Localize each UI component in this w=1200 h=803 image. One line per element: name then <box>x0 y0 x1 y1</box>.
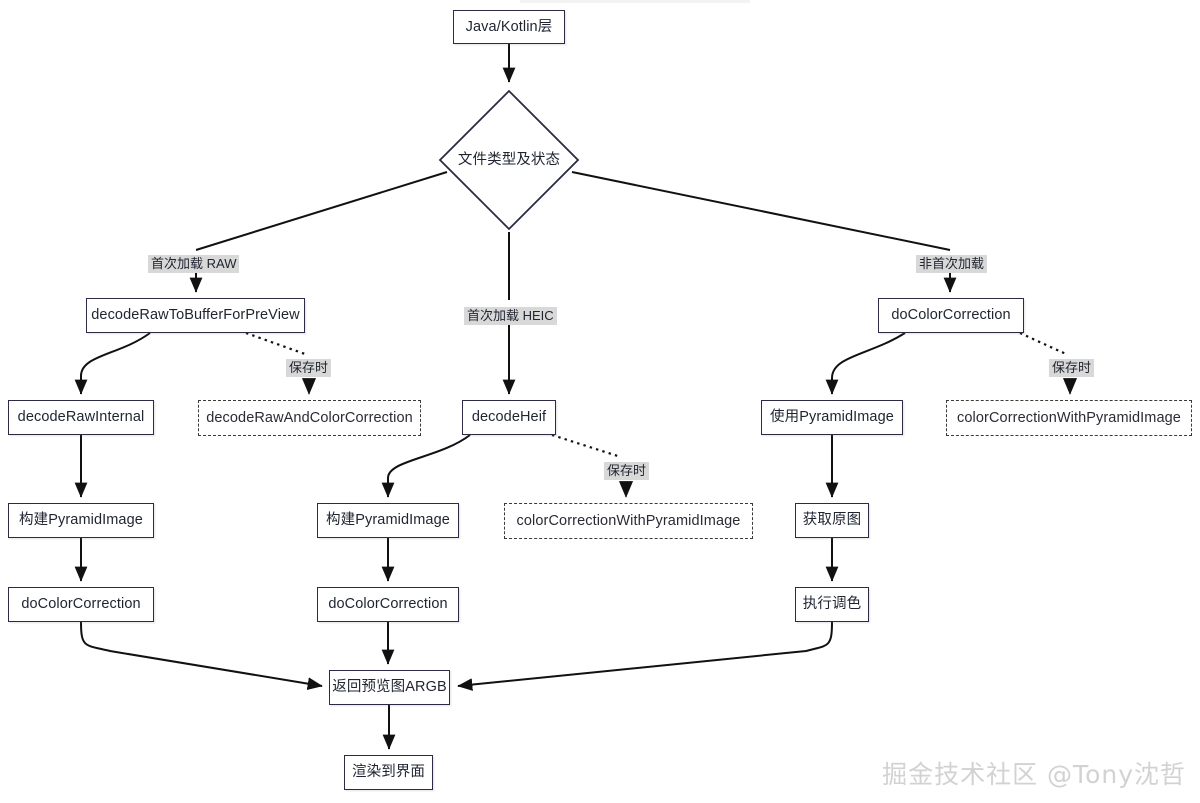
node-return-preview-argb[interactable]: 返回预览图ARGB <box>329 670 450 705</box>
node-label: colorCorrectionWithPyramidImage <box>516 512 741 529</box>
edge-label-on-save-left: 保存时 <box>286 359 332 378</box>
node-label: doColorCorrection <box>21 596 141 613</box>
node-label: decodeRawAndColorCorrection <box>206 409 413 426</box>
edge-adjust-to-return <box>457 621 833 691</box>
node-color-correction-with-pyramid-image-middle[interactable]: colorCorrectionWithPyramidImage <box>504 503 753 539</box>
edge-heif-to-dashedbox-a <box>551 433 622 459</box>
node-decode-raw-and-color-correction[interactable]: decodeRawAndColorCorrection <box>198 400 421 436</box>
node-label: 执行调色 <box>802 596 862 613</box>
edge-decision-to-decoderaw-a <box>195 171 448 251</box>
node-do-color-correction-left[interactable]: doColorCorrection <box>8 587 154 622</box>
node-label: doColorCorrection <box>328 596 448 613</box>
node-label: 构建PyramidImage <box>326 512 450 529</box>
node-label: 渲染到界面 <box>352 764 425 781</box>
edge-decoderaw-to-dashedbox-a <box>245 331 306 356</box>
edge-label-on-save-middle: 保存时 <box>604 462 650 481</box>
node-label: decodeHeif <box>471 409 547 426</box>
node-build-pyramid-image-middle[interactable]: 构建PyramidImage <box>317 503 459 538</box>
node-do-color-correction-middle[interactable]: doColorCorrection <box>317 587 459 622</box>
node-label: decodeRawToBufferForPreView <box>91 307 300 324</box>
node-decode-raw-to-buffer-for-preview[interactable]: decodeRawToBufferForPreView <box>86 298 305 333</box>
node-get-original-image[interactable]: 获取原图 <box>795 503 869 538</box>
edge-left-docolor-to-return <box>80 621 323 690</box>
watermark: 掘金技术社区 @Tony沈哲 <box>882 760 1186 789</box>
edge-decision-to-docolor-a <box>571 171 951 251</box>
edge-right-docolor-to-usepyramid <box>825 332 906 395</box>
node-decode-raw-internal[interactable]: decodeRawInternal <box>8 400 154 435</box>
edge-label-not-first-load: 非首次加载 <box>916 255 988 274</box>
node-label: 构建PyramidImage <box>19 512 143 529</box>
edge-label-first-load-raw: 首次加载 RAW <box>148 255 240 274</box>
node-label: colorCorrectionWithPyramidImage <box>957 409 1181 426</box>
diamond-shape <box>438 89 580 231</box>
node-label: 使用PyramidImage <box>770 409 894 426</box>
node-label: doColorCorrection <box>891 307 1011 324</box>
node-label: decodeRawInternal <box>17 409 145 426</box>
node-color-correction-with-pyramid-image-right[interactable]: colorCorrectionWithPyramidImage <box>946 400 1192 436</box>
edge-label-first-load-heic: 首次加载 HEIC <box>464 307 557 326</box>
node-build-pyramid-image-left[interactable]: 构建PyramidImage <box>8 503 154 538</box>
node-execute-color-adjust[interactable]: 执行调色 <box>795 587 869 622</box>
top-stripe-decoration <box>520 0 750 3</box>
node-label: 返回预览图ARGB <box>332 679 447 696</box>
node-decode-heif[interactable]: decodeHeif <box>462 400 556 435</box>
node-label: Java/Kotlin层 <box>465 18 553 35</box>
edge-heif-to-pyramid <box>381 434 471 498</box>
node-java-kotlin-layer[interactable]: Java/Kotlin层 <box>453 10 565 44</box>
edge-right-docolor-to-dashedbox-a <box>1019 331 1067 356</box>
edge-label-on-save-right: 保存时 <box>1049 359 1095 378</box>
node-use-pyramid-image[interactable]: 使用PyramidImage <box>761 400 903 435</box>
node-label: 获取原图 <box>802 512 862 529</box>
edge-decoderaw-to-internal <box>74 332 151 395</box>
node-label: 文件类型及状态 <box>457 151 561 168</box>
node-render-to-ui[interactable]: 渲染到界面 <box>344 755 433 790</box>
node-do-color-correction-right[interactable]: doColorCorrection <box>878 298 1024 333</box>
node-decision-file-type-state[interactable]: 文件类型及状态 <box>437 88 581 232</box>
